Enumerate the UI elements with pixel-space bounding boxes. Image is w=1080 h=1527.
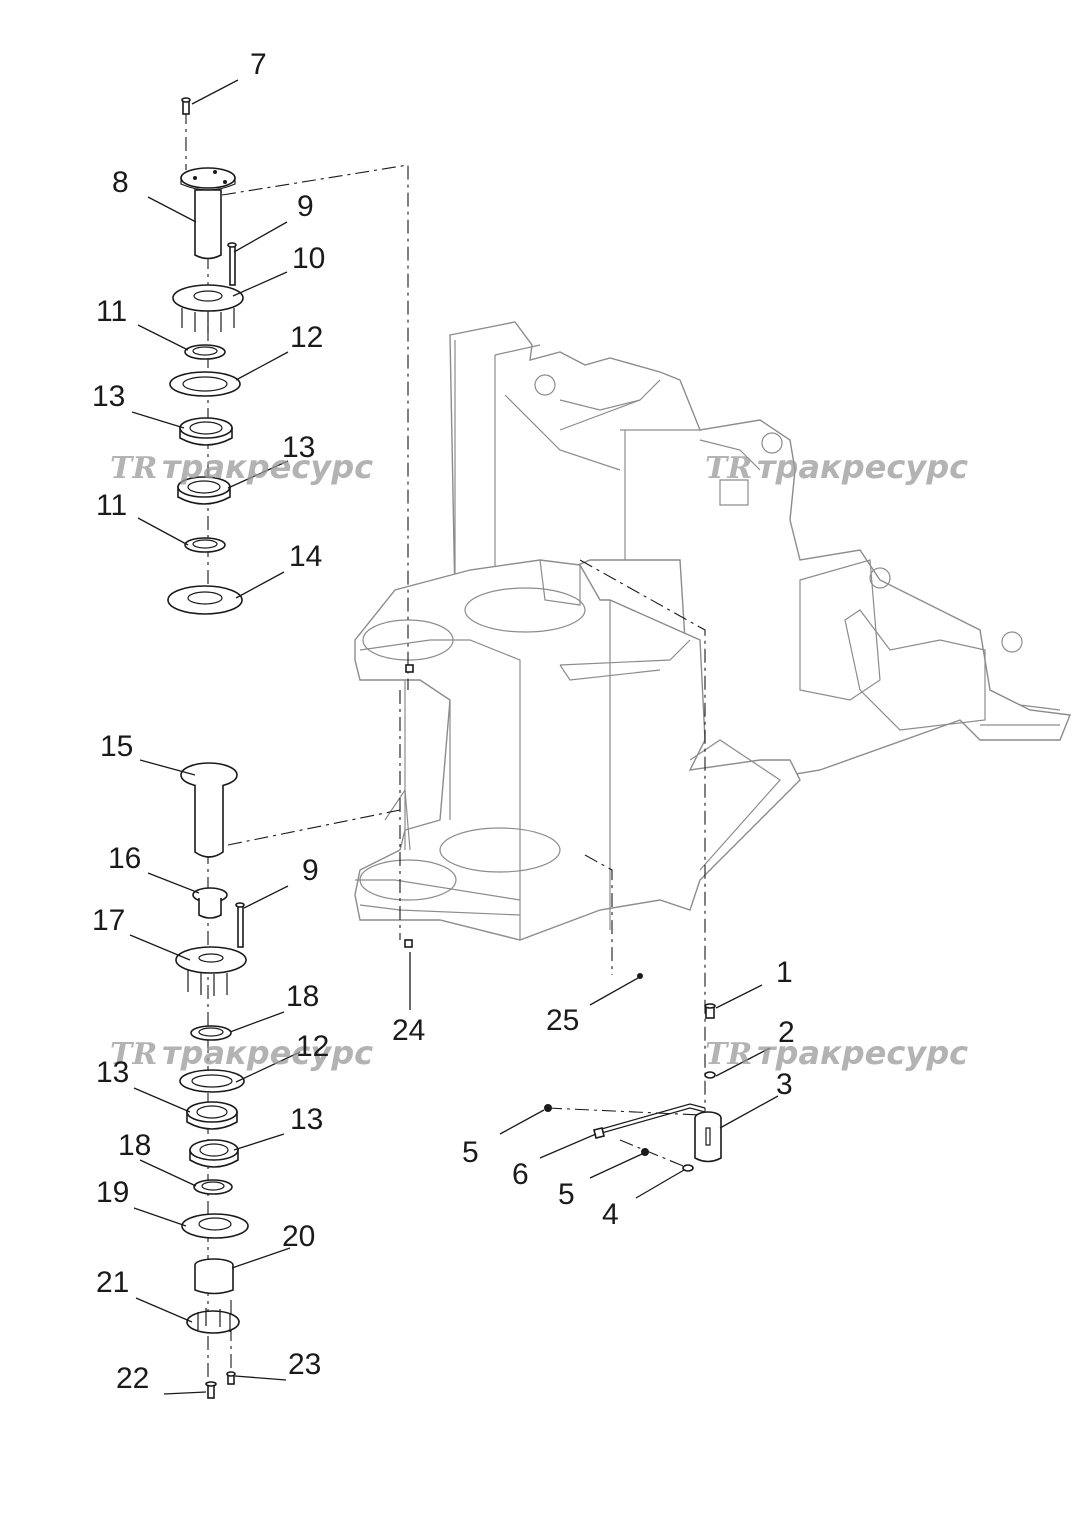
seal-11b-shape: [184, 537, 226, 553]
callout-14: 14: [289, 540, 322, 573]
callout-13: 13: [282, 431, 315, 464]
bearing-13d-shape: [189, 1139, 239, 1168]
bolt-22-shape: [205, 1381, 217, 1399]
callout-11: 11: [96, 295, 127, 328]
pin-8-shape: [180, 167, 236, 260]
lube-assembly: [544, 1003, 722, 1172]
callout-10: 10: [292, 242, 325, 275]
callout-6: 6: [512, 1158, 529, 1191]
fitting-3-shape: [694, 1111, 722, 1163]
callout-13: 13: [290, 1103, 323, 1136]
callout-8: 8: [112, 166, 129, 199]
frame-fittings: [404, 664, 643, 979]
seal-11a-shape: [184, 344, 226, 360]
lower-pin-assembly: [175, 762, 249, 1399]
callout-23: 23: [288, 1348, 321, 1381]
bearing-13c-shape: [186, 1101, 238, 1130]
callout-16: 16: [108, 842, 141, 875]
watermark-upper-left: TR тракресурс: [110, 448, 373, 486]
spacer-20-shape: [194, 1258, 234, 1295]
watermark-logo: TR: [110, 451, 157, 486]
callout-22: 22: [116, 1362, 149, 1395]
flange-17-shape: [175, 946, 247, 996]
callout-20: 20: [282, 1220, 315, 1253]
callout-labels: 7 8 9 10 11 12 13 13 11 14 15 16 9 17 18…: [92, 48, 795, 1395]
loader-frame: [354, 321, 1071, 941]
callout-15: 15: [100, 730, 133, 763]
callout-4: 4: [602, 1198, 619, 1231]
bearing-13a-shape: [179, 417, 233, 446]
callout-17: 17: [92, 904, 125, 937]
callout-2: 2: [778, 1016, 795, 1049]
callout-21: 21: [96, 1266, 129, 1299]
bearing-13b-shape: [177, 476, 231, 505]
watermark-lower-right: TR тракресурс: [705, 1034, 968, 1072]
shim-12a-shape: [169, 371, 241, 397]
callout-12: 12: [290, 321, 323, 354]
upper-pin-assembly: [167, 97, 244, 615]
callout-13: 13: [92, 380, 125, 413]
bolt-9a-shape: [227, 242, 237, 286]
seal-18b-shape: [193, 1179, 233, 1195]
callout-19: 19: [96, 1176, 129, 1209]
callout-1: 1: [776, 956, 793, 989]
callout-9: 9: [302, 854, 319, 887]
shim-12b-shape: [179, 1069, 245, 1093]
flange-10-shape: [172, 284, 244, 333]
watermark-text: тракресурс: [757, 1034, 968, 1072]
pin-15-shape: [180, 762, 238, 858]
leader-lines: [129, 79, 779, 1395]
callout-18: 18: [286, 980, 319, 1013]
callout-25: 25: [546, 1004, 579, 1037]
watermark-logo: TR: [705, 451, 752, 486]
plate-21-shape: [186, 1308, 240, 1334]
callout-13: 13: [96, 1056, 129, 1089]
callout-11: 11: [96, 489, 127, 522]
bolt-1-shape: [704, 1003, 716, 1019]
callout-7: 7: [250, 48, 267, 81]
washer-2-shape: [704, 1071, 716, 1079]
callout-5: 5: [558, 1178, 575, 1211]
watermark-lower-left: TR тракресурс: [110, 1034, 373, 1072]
watermark-text: тракресурс: [162, 1034, 373, 1072]
cover-14-shape: [167, 585, 243, 615]
watermark-text: тракресурс: [757, 448, 968, 486]
watermark-logo: TR: [705, 1037, 752, 1072]
bolt-9b-shape: [235, 902, 245, 948]
bolt-7-shape: [181, 97, 191, 115]
bolt-23-shape: [226, 1371, 236, 1385]
callout-24: 24: [392, 1014, 425, 1047]
seal-18a-shape: [190, 1025, 232, 1041]
callout-3: 3: [776, 1068, 793, 1101]
line-6-end-shape: [593, 1127, 605, 1139]
callout-9: 9: [297, 190, 314, 223]
cover-19-shape: [181, 1213, 249, 1239]
watermark-upper-right: TR тракресурс: [705, 448, 968, 486]
watermark-logo: TR: [110, 1037, 157, 1072]
watermark-text: тракресурс: [162, 448, 373, 486]
callout-12: 12: [296, 1030, 329, 1063]
callout-18: 18: [118, 1129, 151, 1162]
bushing-16-shape: [192, 887, 228, 919]
callout-5: 5: [462, 1136, 479, 1169]
